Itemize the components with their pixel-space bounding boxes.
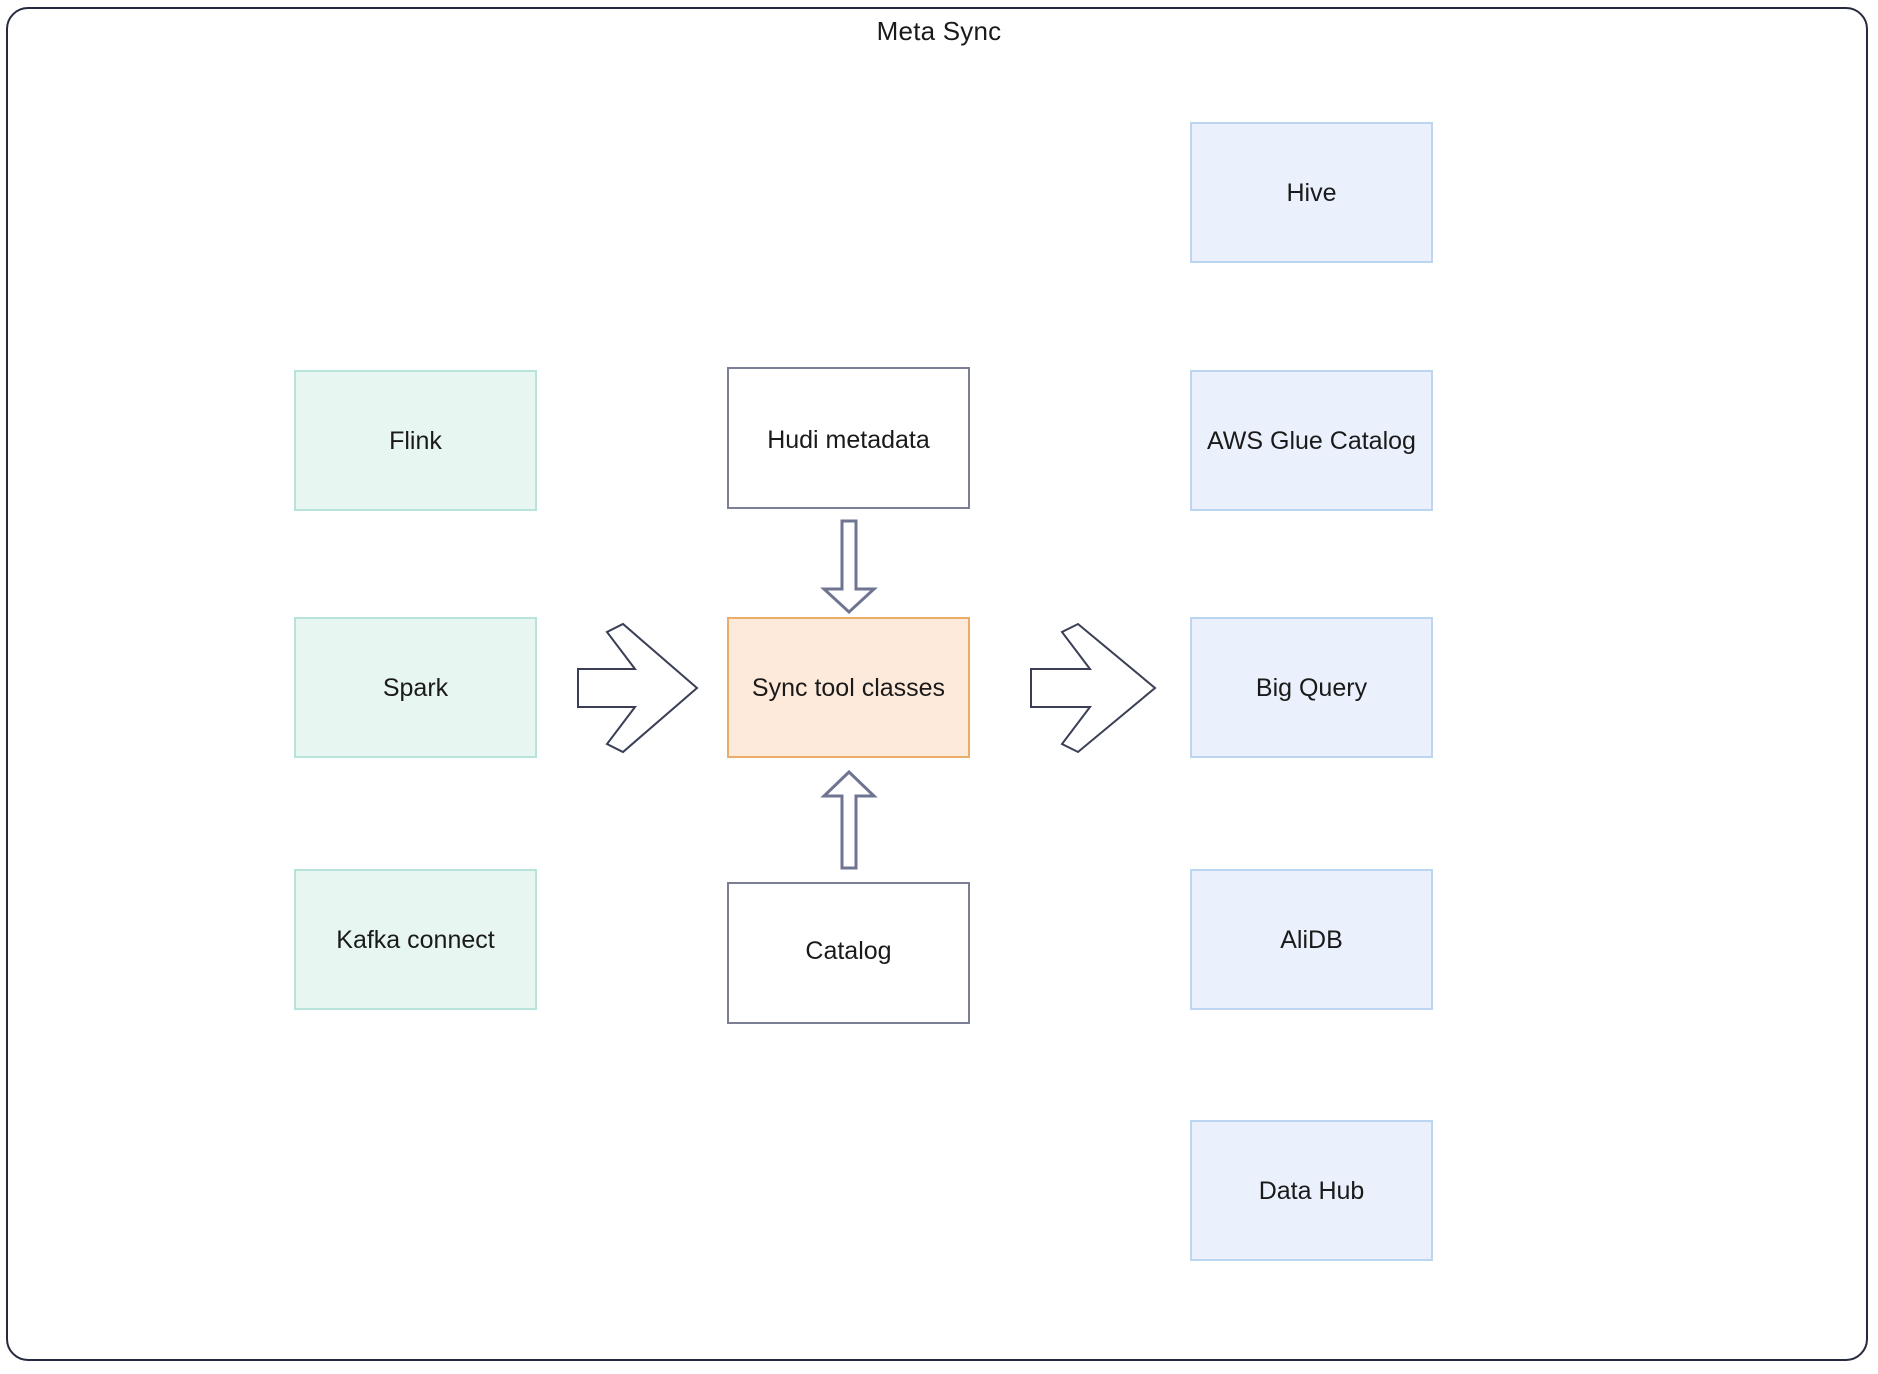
- node-label: Big Query: [1255, 673, 1368, 702]
- arrow-hudi-to-sync-icon: [820, 519, 878, 615]
- node-label: Sync tool classes: [751, 673, 946, 702]
- node-kafka-connect[interactable]: Kafka connect: [294, 869, 537, 1010]
- node-hive[interactable]: Hive: [1190, 122, 1433, 263]
- node-label: Hudi metadata: [767, 426, 930, 454]
- arrow-sources-to-sync-icon: [577, 622, 699, 754]
- node-data-hub[interactable]: Data Hub: [1190, 1120, 1433, 1261]
- node-label: Spark: [382, 673, 449, 702]
- node-label: Kafka connect: [336, 925, 495, 954]
- node-big-query[interactable]: Big Query: [1190, 617, 1433, 758]
- node-label: Catalog: [805, 937, 892, 965]
- node-hudi-metadata[interactable]: Hudi metadata: [727, 367, 970, 509]
- diagram-frame: [6, 7, 1868, 1361]
- node-label: AliDB: [1280, 925, 1343, 954]
- node-label: Hive: [1286, 178, 1337, 207]
- node-spark[interactable]: Spark: [294, 617, 537, 758]
- page-title: Meta Sync: [876, 16, 1002, 46]
- node-catalog[interactable]: Catalog: [727, 882, 970, 1024]
- node-flink[interactable]: Flink: [294, 370, 537, 511]
- arrow-catalog-to-sync-icon: [820, 769, 878, 870]
- arrow-sync-to-sinks-icon: [1030, 622, 1157, 754]
- node-label: Data Hub: [1258, 1176, 1365, 1205]
- node-alidb[interactable]: AliDB: [1190, 869, 1433, 1010]
- node-aws-glue-catalog[interactable]: AWS Glue Catalog: [1190, 370, 1433, 511]
- node-sync-tool-classes[interactable]: Sync tool classes: [727, 617, 970, 758]
- node-label: Flink: [389, 426, 442, 455]
- node-label: AWS Glue Catalog: [1207, 426, 1416, 455]
